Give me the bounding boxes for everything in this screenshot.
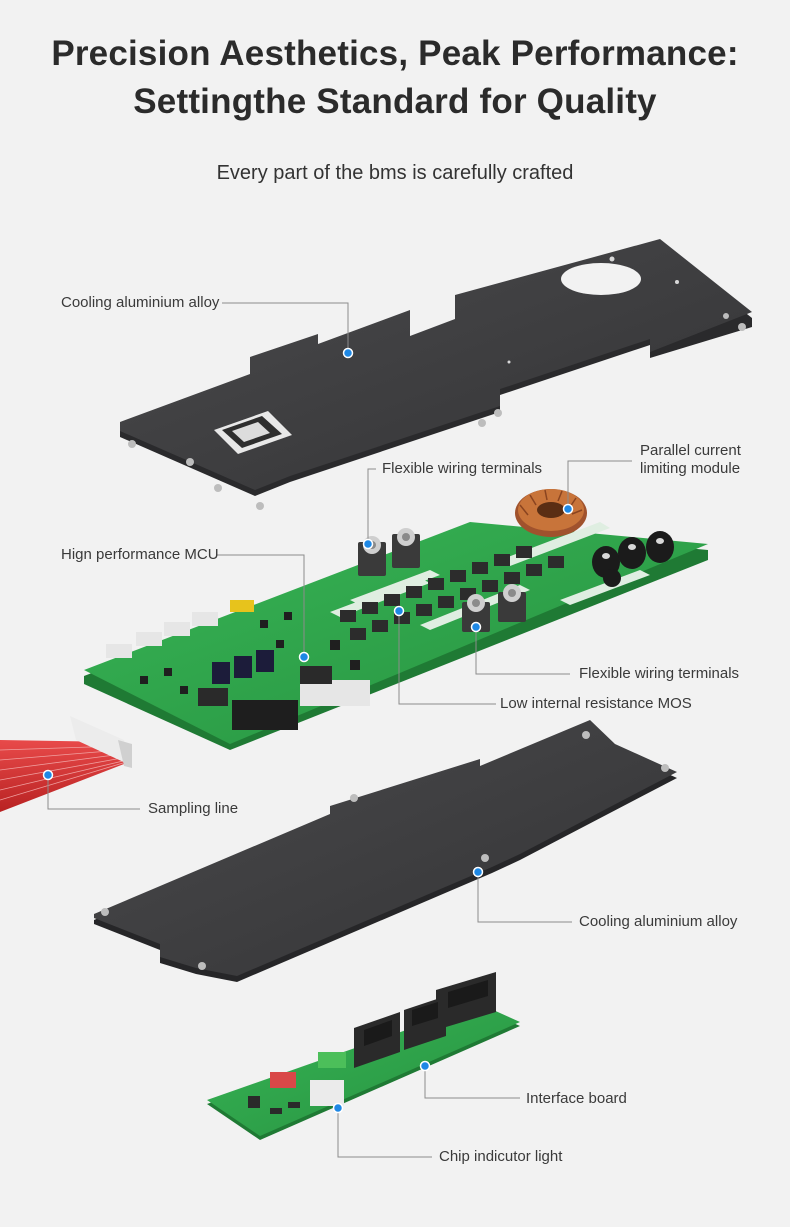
title-line-1: Precision Aesthetics, Peak Performance: [51,34,739,73]
label-sampling: Sampling line [148,800,239,817]
page-subtitle: Every part of the bms is carefully craft… [216,162,574,184]
qr-code [214,411,292,454]
label-chip-light: Chip indicutor light [439,1148,563,1165]
page-title: Precision Aesthetics, Peak Performance: … [0,30,790,126]
title-line-2: Settingthe Standard for Quality [133,82,657,121]
label-flexible-top: Flexible wiring terminals [382,460,543,477]
label-mcu: Hign performance MCU [61,546,219,563]
callout-lines [47,302,632,1158]
top-cooling-plate [120,239,752,510]
label-interface: Interface board [526,1090,627,1107]
callout-markers [42,347,574,1114]
label-flexible-right: Flexible wiring terminals [579,665,740,682]
toroid-inductor [515,489,587,537]
bottom-cooling-plate [94,720,677,982]
label-parallel-2: limiting module [640,460,741,477]
wiring-terminals [358,528,526,632]
sampling-cable [0,716,132,812]
rj45-ports [354,972,496,1068]
main-bms-pcb [84,489,708,750]
label-parallel-1: Parallel current [640,442,741,459]
interface-board [207,972,520,1140]
label-cooling-bottom: Cooling aluminium alloy [579,913,738,930]
label-cooling-top: Cooling aluminium alloy [61,294,220,311]
label-mos: Low internal resistance MOS [500,695,692,712]
